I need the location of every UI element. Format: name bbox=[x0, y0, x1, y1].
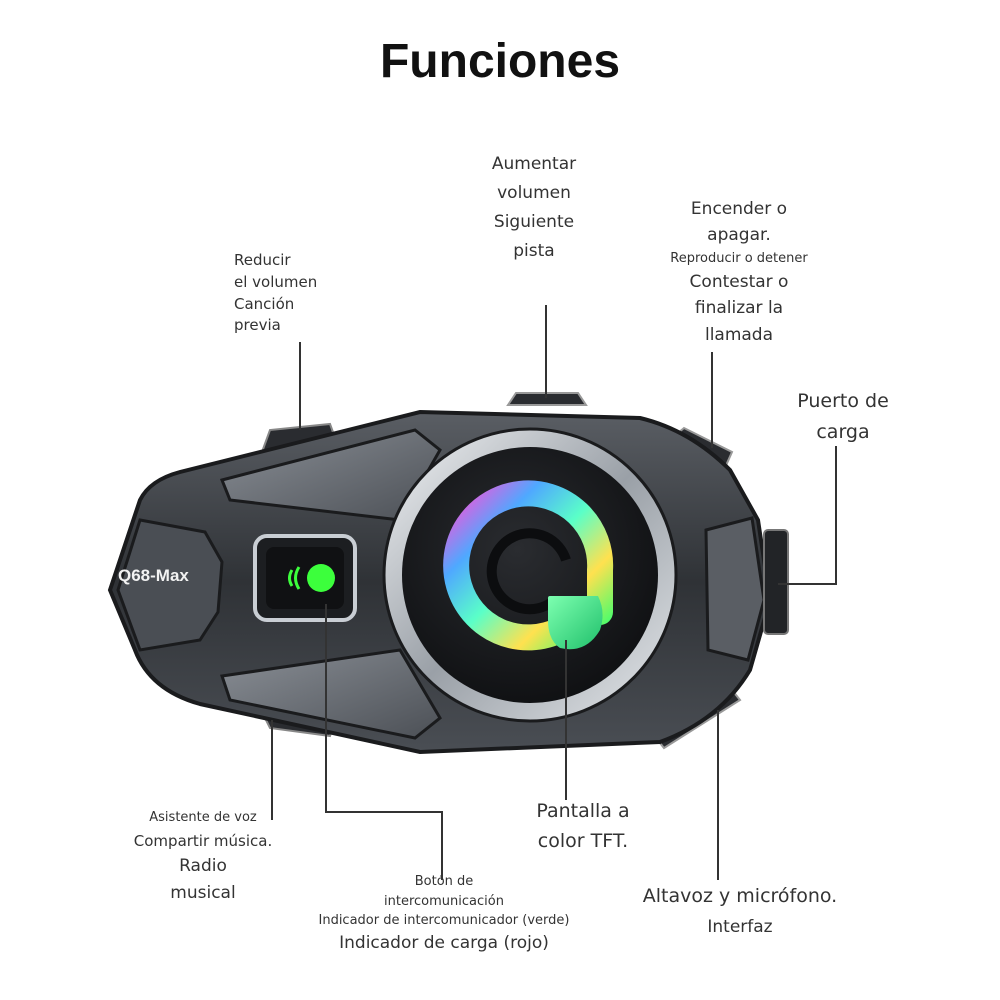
callout-line: llamada bbox=[704, 324, 774, 345]
callout-line: Reproducir o detener bbox=[670, 250, 808, 266]
callout-volume-down: Reducir el volumen Canción previa bbox=[234, 250, 317, 337]
callout-tft-display: Pantalla a color TFT. bbox=[510, 796, 656, 857]
callout-line: pista bbox=[513, 240, 555, 261]
callout-line: Encender o bbox=[690, 199, 788, 219]
callout-speaker-mic: Altavoz y micrófono. Interfaz bbox=[622, 880, 858, 943]
callout-line: Compartir música. bbox=[133, 831, 273, 850]
callout-line: Pantalla a bbox=[536, 800, 630, 822]
callout-line: color TFT. bbox=[537, 830, 629, 853]
callout-line: Contestar o bbox=[689, 271, 789, 292]
callout-line: Aumentar bbox=[491, 154, 577, 174]
callout-line: Puerto de bbox=[797, 390, 889, 412]
callout-line: previa bbox=[234, 316, 281, 335]
callout-line: el volumen bbox=[234, 272, 318, 291]
callout-intercom-button: Botón de intercomunicación Indicador de … bbox=[288, 872, 600, 956]
callout-line: Reducir bbox=[234, 251, 291, 269]
callout-line: Siguiente bbox=[493, 211, 575, 232]
callout-line: carga bbox=[816, 421, 870, 444]
callout-line: intercomunicación bbox=[384, 893, 504, 909]
callout-line: Botón de bbox=[414, 874, 474, 889]
callout-line: musical bbox=[170, 882, 236, 903]
callout-line: Canción bbox=[234, 294, 295, 313]
callout-line: apagar. bbox=[707, 225, 771, 246]
page-title: Funciones bbox=[379, 35, 621, 88]
callout-power: Encender o apagar. Reproducir o detener … bbox=[625, 196, 853, 348]
model-label: Q68-Max bbox=[118, 566, 189, 585]
callout-line: Asistente de voz bbox=[149, 810, 257, 825]
callout-voice-assistant: Asistente de voz Compartir música. Radio… bbox=[118, 808, 288, 907]
callout-line: Indicador de intercomunicador (verde) bbox=[318, 913, 570, 928]
callout-line: Radio bbox=[179, 855, 227, 876]
callout-line: finalizar la bbox=[694, 298, 784, 319]
callout-line: Indicador de carga (rojo) bbox=[339, 932, 549, 953]
callout-volume-up: Aumentar volumen Siguiente pista bbox=[464, 150, 604, 266]
callout-line: Interfaz bbox=[707, 917, 773, 938]
callout-charging-port: Puerto de carga bbox=[776, 386, 910, 449]
callout-line: volumen bbox=[497, 182, 571, 203]
callout-line: Altavoz y micrófono. bbox=[642, 885, 838, 907]
